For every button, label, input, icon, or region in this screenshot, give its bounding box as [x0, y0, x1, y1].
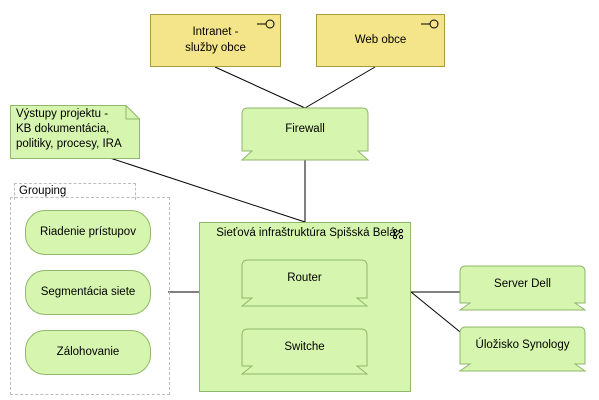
network-title: Sieťová infraštruktúra Spišská Belá: [216, 227, 396, 239]
switch-label: Switche: [284, 340, 325, 353]
storage-node[interactable]: Úložisko Synology: [460, 327, 585, 364]
web-label: Web obce: [354, 33, 407, 46]
grouping-label: Grouping: [14, 183, 136, 200]
network-infrastructure[interactable]: Sieťová infraštruktúra Spišská Belá: [199, 222, 411, 392]
service-interface-icon: [421, 19, 439, 29]
access-control-label: Riadenie prístupov: [40, 225, 136, 238]
web-firewall-line: [304, 66, 376, 109]
backup-item[interactable]: Zálohovanie: [25, 330, 151, 375]
grouping-container[interactable]: [10, 197, 170, 395]
network-icon: [392, 228, 404, 240]
server-label: Server Dell: [494, 277, 551, 290]
note-network-line: [109, 157, 306, 223]
access-control-item[interactable]: Riadenie prístupov: [25, 210, 151, 255]
storage-label: Úložisko Synology: [475, 338, 570, 351]
server-node[interactable]: Server Dell: [460, 266, 585, 303]
intranet-firewall-line: [214, 66, 306, 109]
segmentation-item[interactable]: Segmentácia siete: [25, 270, 151, 315]
segmentation-label: Segmentácia siete: [40, 285, 136, 298]
web-service[interactable]: Web obce: [316, 14, 445, 67]
service-interface-icon: [257, 19, 275, 29]
firewall-label: Firewall: [285, 122, 325, 135]
intranet-label: Intranet - služby obce: [185, 25, 246, 54]
project-outputs-note[interactable]: Výstupy projektu - KB dokumentácia, poli…: [16, 108, 122, 151]
switch-node[interactable]: Switche: [242, 329, 367, 366]
firewall-node[interactable]: Firewall: [242, 108, 368, 151]
backup-label: Zálohovanie: [56, 345, 120, 358]
router-label: Router: [287, 272, 322, 285]
intranet-service[interactable]: Intranet - služby obce: [150, 14, 281, 67]
router-node[interactable]: Router: [242, 260, 367, 298]
note-shape: [10, 105, 140, 159]
